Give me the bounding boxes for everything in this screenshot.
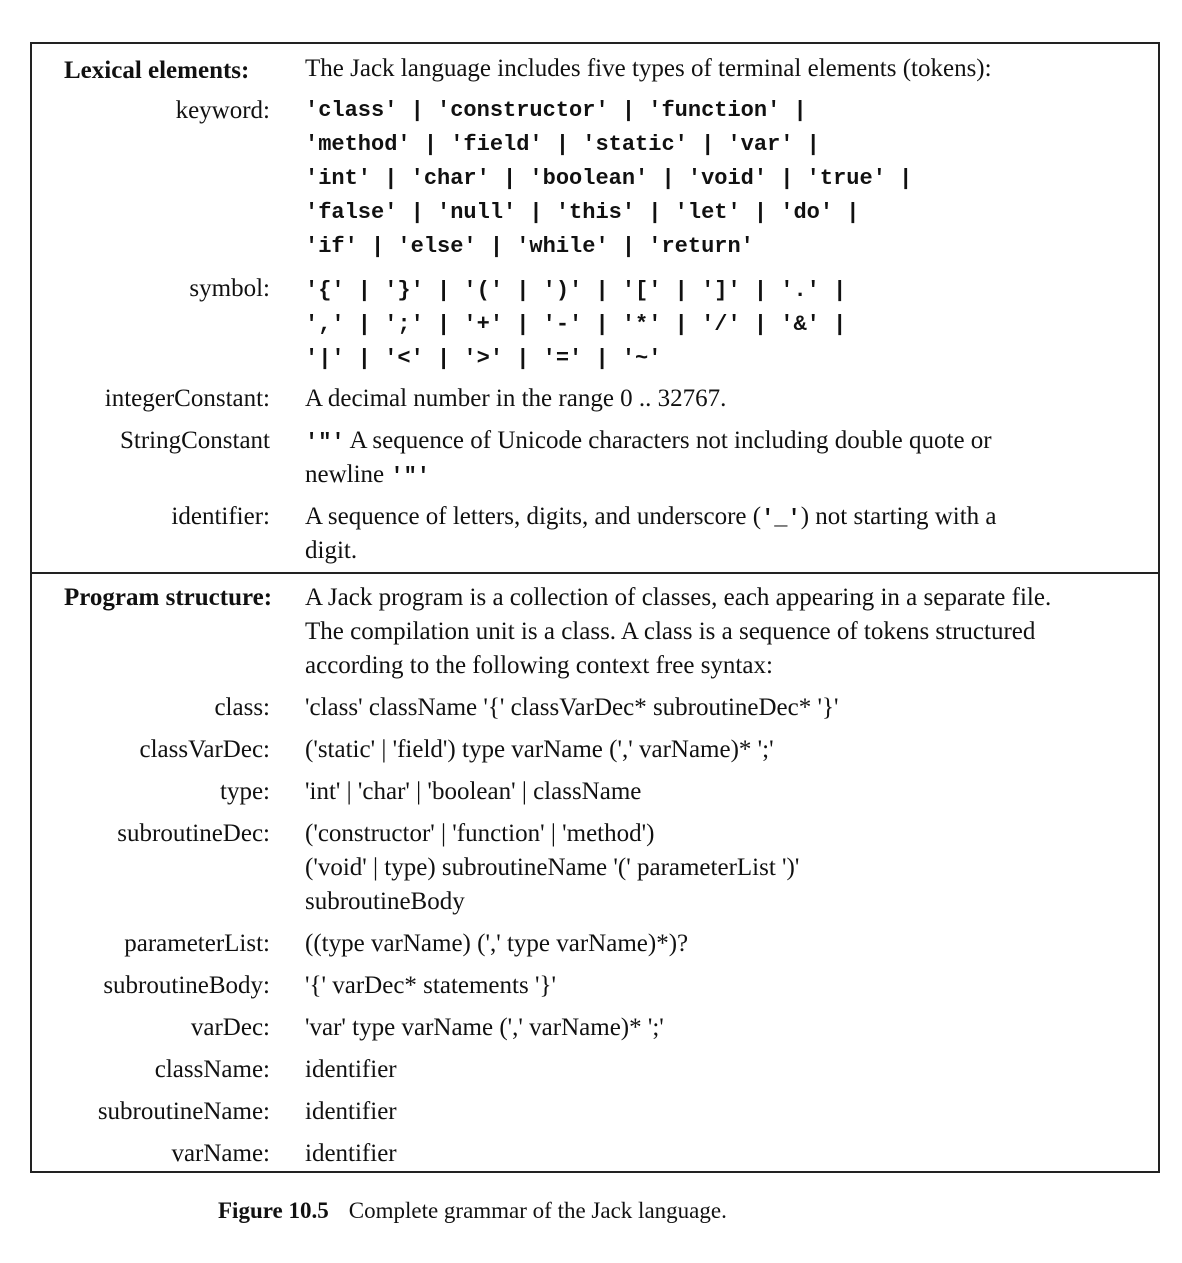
- string-newline-text: newline: [305, 461, 385, 488]
- symbol-line-2: '|' | '<' | '>' | '=' | '~': [305, 346, 662, 371]
- rule-label: parameterList:: [124, 930, 270, 957]
- keyword-line-2: 'int' | 'char' | 'boolean' | 'void' | 't…: [305, 166, 913, 191]
- double-quote-token-2: '"': [390, 464, 430, 489]
- keyword-line-1: 'method' | 'field' | 'static' | 'var' |: [305, 132, 820, 157]
- rule-label: classVarDec:: [139, 736, 271, 763]
- rule-type: 'int' | 'char' | 'boolean' | className: [305, 778, 642, 805]
- string-text: A sequence of Unicode characters not inc…: [349, 427, 992, 454]
- keyword-line-3: 'false' | 'null' | 'this' | 'let' | 'do'…: [305, 200, 860, 225]
- figure-caption-text: Complete grammar of the Jack language.: [348, 1198, 727, 1223]
- underscore-token: '_': [761, 506, 801, 531]
- integer-text: A decimal number in the range 0 .. 32767…: [305, 385, 727, 412]
- program-heading: Program structure:: [64, 584, 273, 611]
- lexical-heading: Lexical elements:: [64, 57, 250, 84]
- string-line-2: newline '"': [305, 458, 1155, 494]
- section-divider: [32, 572, 1158, 574]
- rule-subroutinedec-2: ('void' | type) subroutineName '(' param…: [305, 854, 800, 881]
- identifier-text-a: A sequence of letters, digits, and under…: [305, 503, 762, 530]
- identifier-line-2: digit.: [305, 537, 358, 564]
- symbol-line-0: '{' | '}' | '(' | ')' | '[' | ']' | '.' …: [305, 278, 847, 303]
- figure-number: Figure 10.5: [218, 1198, 329, 1223]
- rule-label: type:: [220, 778, 270, 805]
- identifier-line-1: A sequence of letters, digits, and under…: [305, 500, 1155, 536]
- symbol-line-1: ',' | ';' | '+' | '-' | '*' | '/' | '&' …: [305, 312, 847, 337]
- integer-label: integerConstant:: [104, 385, 270, 412]
- double-quote-token: '"': [305, 430, 345, 455]
- identifier-label: identifier:: [171, 503, 270, 530]
- figure-caption: Figure 10.5 Complete grammar of the Jack …: [218, 1198, 727, 1224]
- keyword-line-4: 'if' | 'else' | 'while' | 'return': [305, 234, 754, 259]
- program-intro-1: The compilation unit is a class. A class…: [305, 618, 1036, 645]
- keyword-label: keyword:: [175, 97, 270, 124]
- keyword-line-0: 'class' | 'constructor' | 'function' |: [305, 98, 807, 123]
- grammar-table: Lexical elements: The Jack language incl…: [30, 42, 1160, 1173]
- rule-parameterlist: ((type varName) (',' type varName)*)?: [305, 930, 689, 957]
- string-line-1: '"' A sequence of Unicode characters not…: [305, 424, 1155, 460]
- rule-subroutinebody: '{' varDec* statements '}': [305, 972, 556, 999]
- symbol-label: symbol:: [189, 275, 270, 302]
- string-label: StringConstant: [119, 427, 270, 454]
- rule-label: varName:: [171, 1140, 270, 1167]
- program-intro-0: A Jack program is a collection of classe…: [305, 584, 1052, 611]
- rule-label: subroutineName:: [97, 1098, 270, 1125]
- rule-vardec: 'var' type varName (',' varName)* ';': [305, 1014, 664, 1041]
- rule-classvardec: ('static' | 'field') type varName (',' v…: [305, 736, 774, 763]
- program-intro-2: according to the following context free …: [305, 652, 773, 679]
- identifier-text-b: ) not starting with a: [800, 503, 997, 530]
- rule-subroutinedec-3: subroutineBody: [305, 888, 465, 915]
- rule-subroutinedec: ('constructor' | 'function' | 'method'): [305, 820, 655, 847]
- rule-label: subroutineBody:: [103, 972, 270, 999]
- rule-classname: identifier: [305, 1056, 397, 1083]
- rule-label: className:: [154, 1056, 270, 1083]
- rule-label: subroutineDec:: [117, 820, 270, 847]
- rule-class: 'class' className '{' classVarDec* subro…: [305, 694, 839, 721]
- lexical-intro: The Jack language includes five types of…: [305, 55, 992, 82]
- rule-varname: identifier: [305, 1140, 397, 1167]
- rule-label: class:: [214, 694, 270, 721]
- rule-label: varDec:: [190, 1014, 270, 1041]
- rule-subroutinename: identifier: [305, 1098, 397, 1125]
